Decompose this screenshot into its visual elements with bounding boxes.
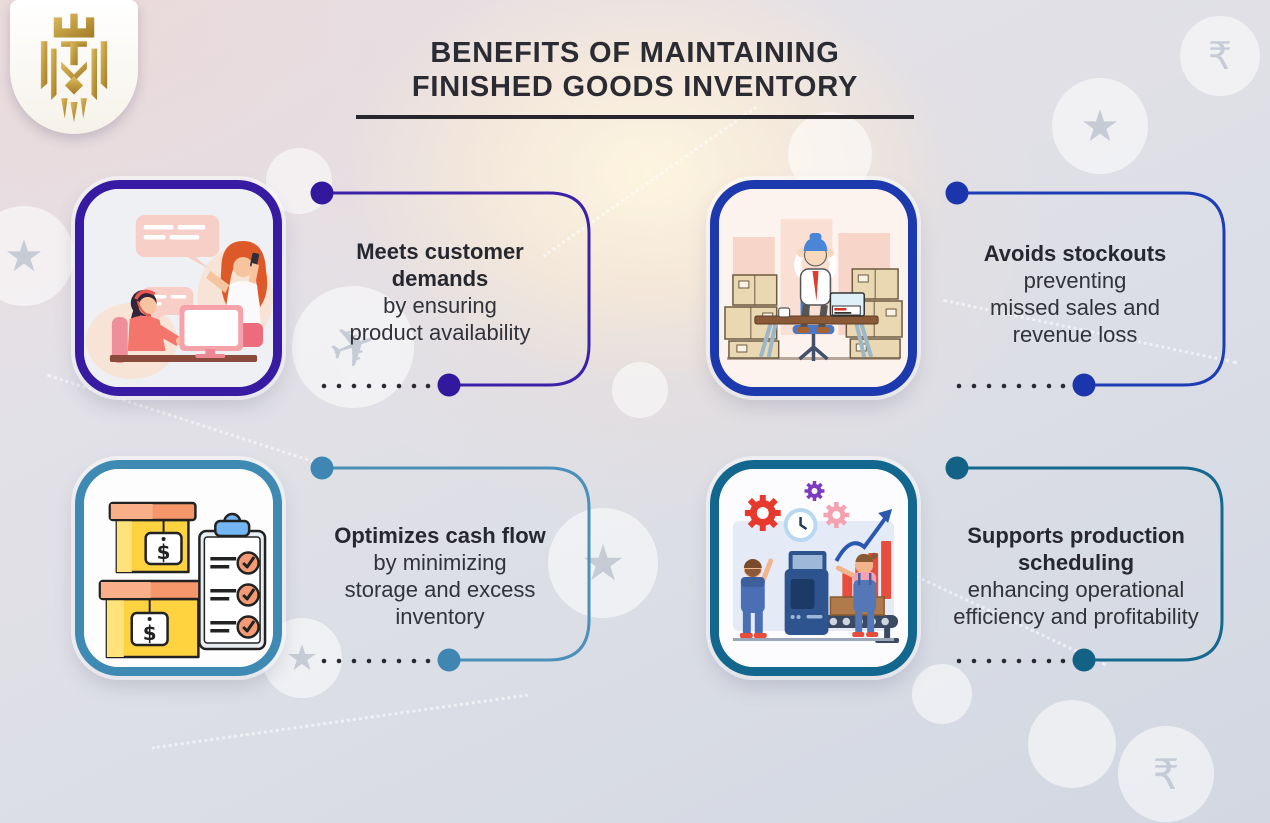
title-line-1: BENEFITS OF MAINTAINING — [430, 37, 840, 69]
benefit-description-line: preventing — [1023, 268, 1127, 293]
factory-workers-production-line-illustration — [719, 469, 908, 667]
star-icon: ★ — [0, 206, 74, 306]
dotted-trail — [321, 658, 431, 664]
logo-emblem-gold-crown-icon — [40, 13, 108, 123]
rupee-icon: ₹ — [1118, 726, 1214, 822]
svg-text:$: $ — [143, 621, 157, 645]
title-underline — [356, 115, 914, 119]
benefit-heading-line: Avoids stockouts — [983, 241, 1167, 266]
benefit-description-line: storage and excess — [344, 577, 536, 602]
benefit-description-line: inventory — [395, 604, 485, 629]
page-title: BENEFITS OF MAINTAINING FINISHED GOODS I… — [0, 36, 1270, 119]
title-line-2: FINISHED GOODS INVENTORY — [411, 71, 859, 103]
benefit-heading-line: Meets customer — [356, 239, 524, 264]
benefit-text-3: Optimizes cash flow by minimizing storag… — [304, 522, 576, 630]
dotted-network-line — [151, 693, 529, 750]
benefit-description-line: efficiency and profitability — [953, 604, 1199, 629]
svg-text:$: $ — [157, 540, 171, 564]
brand-logo — [10, 0, 138, 134]
benefit-heading-line: scheduling — [1017, 550, 1135, 575]
dotted-trail — [321, 383, 431, 389]
benefit-description-line: revenue loss — [1012, 322, 1138, 347]
customer-support-agents-illustration — [84, 189, 273, 387]
background-circle — [612, 362, 668, 418]
benefit-heading-line: Optimizes cash flow — [334, 523, 546, 548]
dotted-trail — [956, 383, 1066, 389]
benefit-card-4 — [710, 460, 917, 676]
benefit-text-1: Meets customer demands by ensuring produ… — [306, 238, 574, 346]
background-circle — [1028, 700, 1116, 788]
benefit-description-line: by ensuring — [383, 293, 497, 318]
background-circle — [912, 664, 972, 724]
benefit-card-1 — [75, 180, 282, 396]
benefit-description-line: enhancing operational — [967, 577, 1185, 602]
benefit-card-3: $ $ — [75, 460, 282, 676]
dotted-trail — [956, 658, 1066, 664]
benefit-card-2 — [710, 180, 917, 396]
benefit-text-4: Supports production scheduling enhancing… — [925, 522, 1227, 630]
benefit-description-line: missed sales and — [990, 295, 1160, 320]
stressed-worker-stockpile-boxes-illustration — [719, 189, 908, 387]
benefit-description-line: product availability — [349, 320, 531, 345]
benefit-description-line: by minimizing — [373, 550, 507, 575]
benefit-heading-line: demands — [391, 266, 489, 291]
benefit-text-2: Avoids stockouts preventing missed sales… — [941, 240, 1209, 348]
benefit-heading-line: Supports production — [967, 523, 1185, 548]
priced-boxes-checklist-illustration: $ $ — [84, 469, 273, 667]
